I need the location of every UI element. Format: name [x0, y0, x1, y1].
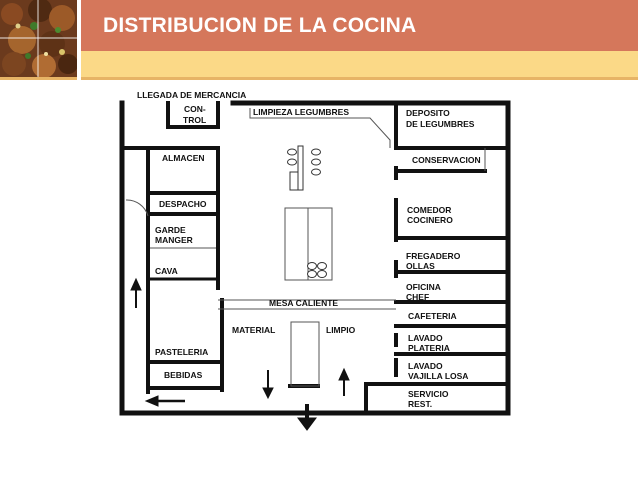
label-material: MATERIAL	[232, 325, 275, 335]
sink-3	[307, 270, 317, 278]
burner-3	[311, 148, 321, 156]
food-dish-photo	[0, 0, 77, 77]
arrow-up-icon	[338, 367, 350, 381]
header-accent-strip	[0, 51, 638, 77]
sink-2	[317, 262, 327, 270]
label-garde-2: MANGER	[155, 235, 193, 245]
label-comedor-2: COCINERO	[407, 215, 453, 225]
label-pasteleria: PASTELERIA	[155, 347, 208, 357]
label-cava: CAVA	[155, 266, 178, 276]
burner-block	[289, 171, 299, 191]
door-swing-left	[125, 199, 149, 217]
label-limpieza: LIMPIEZA LEGUMBRES	[253, 107, 349, 117]
label-mesa-caliente: MESA CALIENTE	[269, 298, 338, 308]
label-cafeteria: CAFETERIA	[408, 311, 457, 321]
label-control-2: TROL	[183, 115, 206, 125]
label-limpio: LIMPIO	[326, 325, 356, 335]
label-fregadero-1: FREGADERO	[406, 251, 461, 261]
label-fregadero-2: OLLAS	[406, 261, 435, 271]
limpieza-counter	[249, 108, 391, 148]
label-llegada: LLEGADA DE MERCANCIA	[137, 90, 246, 100]
burner-rack	[297, 145, 304, 191]
label-oficina-1: OFICINA	[406, 282, 441, 292]
label-lavado-plateria-2: PLATERIA	[408, 343, 450, 353]
label-lavado-vajilla-1: LAVADO	[408, 361, 443, 371]
sink-4	[317, 270, 327, 278]
label-comedor-1: COMEDOR	[407, 205, 451, 215]
label-despacho: DESPACHO	[159, 199, 207, 209]
burner-1	[287, 148, 297, 156]
label-almacen: ALMACEN	[162, 153, 205, 163]
page-title: DISTRIBUCION DE LA COCINA	[103, 14, 417, 37]
label-oficina-2: CHEF	[406, 292, 429, 302]
label-servicio-1: SERVICIO	[408, 389, 449, 399]
header-bar	[0, 0, 638, 51]
burner-4	[311, 158, 321, 166]
label-deposito-1: DEPOSITO	[406, 108, 450, 118]
burner-2	[287, 158, 297, 166]
header-underline	[0, 77, 638, 80]
label-lavado-plateria-1: LAVADO	[408, 333, 443, 343]
arrow-down-icon	[262, 387, 274, 400]
label-deposito-2: DE LEGUMBRES	[406, 119, 475, 129]
label-garde-1: GARDE	[155, 225, 186, 235]
label-lavado-vajilla-2: VAJILLA LOSA	[408, 371, 468, 381]
sink-1	[307, 262, 317, 270]
arrow-up-left-icon	[130, 277, 142, 291]
pass-counter	[290, 321, 320, 387]
arrow-exit-icon	[297, 417, 317, 431]
arrow-left-icon	[144, 395, 159, 407]
label-servicio-2: REST.	[408, 399, 432, 409]
label-conservacion: CONSERVACION	[412, 155, 481, 165]
label-control-1: CON-	[184, 104, 206, 114]
burner-5	[311, 168, 321, 176]
header-divider	[77, 0, 81, 80]
label-bebidas: BEBIDAS	[164, 370, 203, 380]
